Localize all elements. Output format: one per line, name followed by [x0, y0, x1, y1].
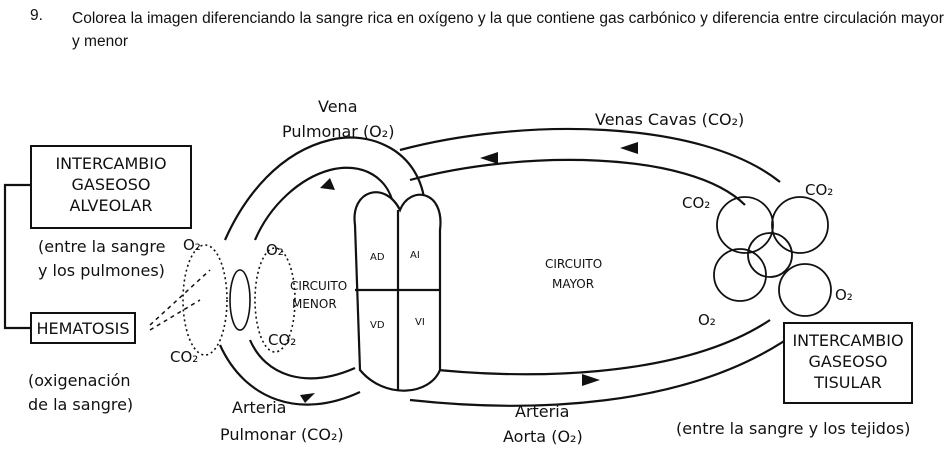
- intercambio-alveolar-line-1: INTERCAMBIO: [55, 154, 167, 173]
- hematosis-label: HEMATOSIS: [36, 319, 130, 338]
- hematosis-box: HEMATOSIS: [30, 312, 136, 344]
- hematosis-note-1: (oxigenación: [28, 371, 131, 390]
- flow-arrow-1: [480, 152, 498, 164]
- alveolar-note-1: (entre la sangre: [38, 237, 166, 256]
- co2-label-lung-2: CO₂: [170, 348, 198, 366]
- intercambio-tisular-line-2: GASEOSO: [808, 352, 888, 371]
- heart-vi-label: VI: [415, 317, 425, 328]
- o2-label-tissue-2: O₂: [698, 311, 716, 329]
- heart-ad-label: AD: [370, 252, 385, 263]
- heart: [353, 191, 442, 392]
- arteria-aorta-label-2: Aorta (O₂): [503, 427, 583, 446]
- intercambio-tisular-line-3: TISULAR: [814, 373, 882, 392]
- pulmonary-artery-inner: [248, 339, 356, 380]
- flow-arrow-5: [300, 393, 315, 403]
- flow-arrow-3: [582, 374, 600, 386]
- vena-pulmonar-label-2: Pulmonar (O₂): [282, 122, 394, 141]
- question-text: Colorea la imagen diferenciando la sangr…: [72, 10, 944, 50]
- intercambio-alveolar-line-3: ALVEOLAR: [69, 196, 153, 215]
- circuito-menor-label-2: MENOR: [292, 297, 337, 311]
- intercambio-tisular-box: INTERCAMBIO GASEOSO TISULAR: [783, 322, 913, 404]
- lungs: [182, 244, 296, 356]
- connector-line: [3, 183, 30, 330]
- circuito-mayor-label-1: CIRCUITO: [545, 257, 602, 271]
- arteria-pulmonar-label-2: Pulmonar (CO₂): [220, 425, 344, 444]
- pulmonary-vein-outer: [223, 136, 427, 241]
- intercambio-tisular-line-1: INTERCAMBIO: [792, 331, 904, 350]
- tissue-cells: [713, 196, 832, 317]
- vena-pulmonar-label-1: Vena: [318, 97, 358, 116]
- inner-vessel-bottom: [419, 319, 771, 376]
- heart-vd-label: VD: [370, 320, 385, 331]
- alveolar-note-2: y los pulmones): [38, 261, 165, 280]
- intercambio-alveolar-box: INTERCAMBIO GASEOSO ALVEOLAR: [30, 145, 192, 229]
- dashed-link-lower: [149, 299, 201, 331]
- outer-vessel-bottom: [409, 329, 801, 407]
- o2-label-lung-1: O₂: [183, 236, 201, 254]
- tisular-note: (entre la sangre y los tejidos): [676, 419, 911, 438]
- o2-label-tissue-1: O₂: [835, 286, 853, 304]
- o2-label-lung-2: O₂: [266, 241, 284, 259]
- outer-vessel-top: [399, 127, 781, 183]
- circuito-mayor-label-2: MAYOR: [552, 277, 594, 291]
- circuito-menor-label-1: CIRCUITO: [290, 279, 347, 293]
- arteria-aorta-label-1: Arteria: [515, 402, 569, 421]
- hematosis-note-2: de la sangre): [28, 395, 134, 414]
- dashed-link-upper: [149, 269, 211, 326]
- question-number: 9.: [30, 7, 43, 24]
- co2-label-tissue-2: CO₂: [805, 181, 833, 199]
- flow-arrow-2: [620, 142, 638, 154]
- venas-cavas-label: Venas Cavas (CO₂): [595, 110, 744, 129]
- arteria-pulmonar-label-1: Arteria: [232, 398, 286, 417]
- intercambio-alveolar-line-2: GASEOSO: [71, 175, 151, 194]
- pulmonary-vein-inner: [253, 166, 397, 241]
- inner-vessel-top: [409, 158, 746, 206]
- co2-label-lung-1: CO₂: [268, 331, 296, 349]
- flow-arrow-4: [320, 178, 335, 190]
- co2-label-tissue-1: CO₂: [682, 194, 710, 212]
- heart-ai-label: AI: [410, 250, 420, 261]
- pulmonary-artery-outer: [218, 344, 361, 406]
